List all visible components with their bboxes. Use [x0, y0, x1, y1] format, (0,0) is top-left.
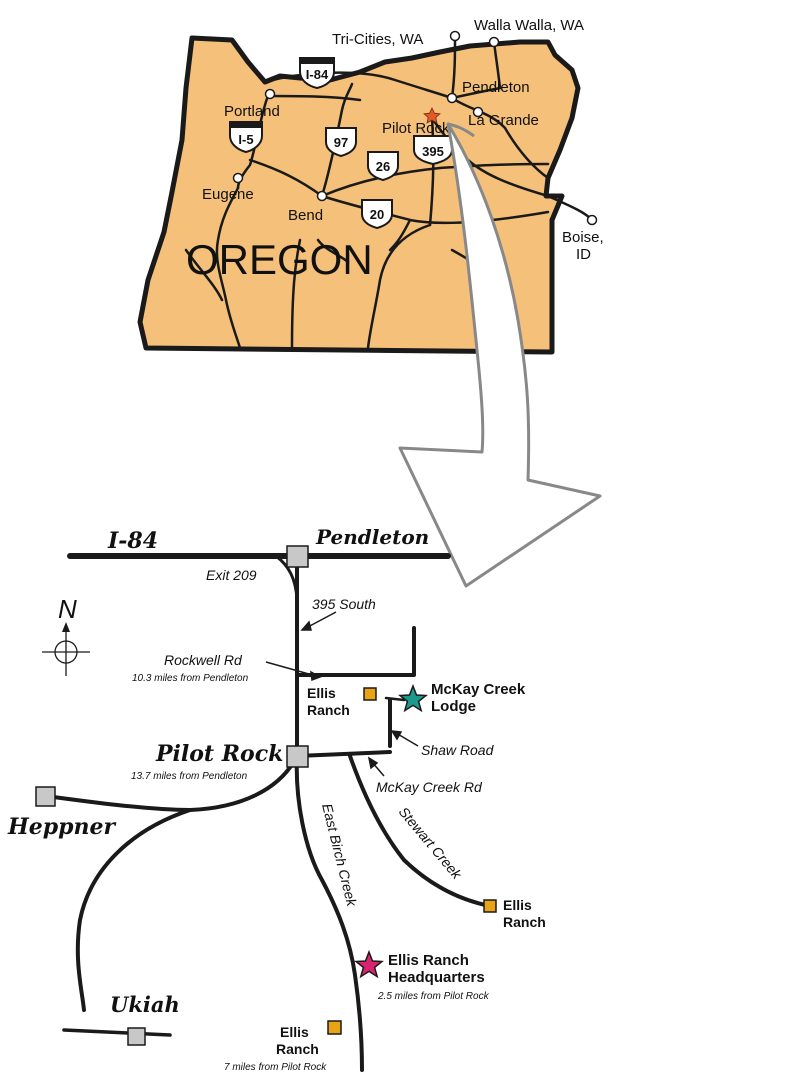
stewart-creek-label: Stewart Creek: [396, 804, 466, 883]
us97-shield-label: 97: [334, 135, 348, 150]
la-grande-dot: [472, 106, 484, 118]
pilot-rock-star-icon: [423, 107, 441, 124]
mckay-creek-lodge-star-icon: [397, 683, 429, 713]
bend-dot: [316, 190, 328, 202]
ukiah-town-box: [127, 1027, 146, 1046]
boise-dot: [586, 214, 598, 226]
rockwell-distance-label: 10.3 miles from Pendleton: [132, 673, 249, 684]
pendleton-town-box: [286, 545, 309, 568]
east-birch-creek-label: East Birch Creek: [319, 802, 360, 909]
walla-walla-dot: [488, 36, 500, 48]
ranch-hq-label-line1: Ellis Ranch: [388, 952, 469, 969]
overview-city-dots: [232, 30, 598, 226]
i5-shield-label: I-5: [238, 132, 253, 147]
pilot-rock-distance-label: 13.7 miles from Pendleton: [131, 771, 248, 782]
exit-209-ramp: [274, 554, 299, 602]
ellis-ranch-north-label-line2: Ranch: [307, 702, 350, 718]
us20-shield-label: 20: [370, 207, 384, 222]
portland-dot: [264, 88, 276, 100]
heppner-detail-label: Heppner: [7, 814, 117, 840]
us20-shield-icon: 20: [361, 199, 393, 230]
boise-label-line2: ID: [576, 246, 591, 263]
ellis-ranch-north-marker: [363, 687, 377, 701]
portland-label: Portland: [224, 103, 280, 120]
us26-shield-icon: 26: [367, 151, 399, 182]
detail-map: I-84: [7, 525, 546, 1073]
oregon-overview-map: I-84 I-5 97 26 395 20 Tri-Cities, WA Wal…: [137, 17, 604, 355]
ellis-ranch-south-marker: [327, 1020, 342, 1035]
mckay-creek-rd-label: McKay Creek Rd: [376, 779, 483, 795]
exit-209-label: Exit 209: [206, 567, 257, 583]
la-grande-label: La Grande: [468, 112, 539, 129]
pendleton-detail-label: Pendleton: [315, 525, 429, 549]
pendleton-label: Pendleton: [462, 79, 530, 96]
label-pointer-arrows: [265, 611, 419, 777]
ellis-ranch-stewart-marker: [483, 899, 497, 913]
us395-shield-label: 395: [422, 144, 444, 159]
hwy-395-south-label: 395 South: [312, 596, 376, 612]
pilot-rock-callout-marker: [447, 122, 475, 138]
i84-shield-label: I-84: [306, 67, 329, 82]
shaw-road-label: Shaw Road: [421, 742, 495, 758]
ellis-ranch-stewart-label-line1: Ellis: [503, 897, 532, 913]
us97-shield-icon: 97: [325, 127, 357, 158]
zoom-callout-arrow: [398, 122, 602, 588]
rockwell-rd-line: [295, 626, 416, 677]
i84-detail-label: I-84: [107, 528, 158, 554]
walla-walla-label: Walla Walla, WA: [474, 17, 584, 34]
ellis-ranch-south-distance-label: 7 miles from Pilot Rock: [224, 1062, 327, 1073]
pilot-rock-detail-label: Pilot Rock: [155, 741, 283, 767]
pendleton-dot: [446, 92, 458, 104]
ranch-hq-distance-label: 2.5 miles from Pilot Rock: [377, 991, 490, 1002]
i5-shield-icon: I-5: [229, 121, 263, 154]
mckay-creek-lodge-label-line1: McKay Creek: [431, 681, 526, 698]
ukiah-road-line: [75, 808, 192, 1012]
compass-rose-icon: N: [42, 594, 90, 676]
ellis-ranch-south-label-line2: Ranch: [276, 1041, 319, 1057]
mckay-creek-lodge-label-line2: Lodge: [431, 698, 476, 715]
pilot-rock-east-road: [295, 750, 392, 758]
boise-label-line1: Boise,: [562, 229, 604, 246]
pilot-rock-overview-label: Pilot Rock: [382, 120, 450, 137]
rockwell-rd-label: Rockwell Rd: [164, 652, 243, 668]
tri-cities-label: Tri-Cities, WA: [332, 31, 423, 48]
ellis-ranch-stewart-label-line2: Ranch: [503, 914, 546, 930]
stewart-creek-line: [348, 754, 492, 908]
lodge-connector: [384, 696, 406, 702]
i84-shield-icon: I-84: [299, 57, 335, 90]
eugene-dot: [232, 172, 244, 184]
tri-cities-dot: [449, 30, 461, 42]
eugene-label: Eugene: [202, 186, 254, 203]
ranch-headquarters-star-icon: [353, 949, 385, 979]
pilot-rock-town-box: [286, 745, 309, 768]
ellis-ranch-north-label-line1: Ellis: [307, 685, 336, 701]
ukiah-crossroad: [62, 1028, 172, 1037]
oregon-road-network: [184, 36, 594, 350]
oregon-state-label: OREGON: [186, 236, 373, 283]
bend-label: Bend: [288, 207, 323, 224]
ranch-hq-label-line2: Headquarters: [388, 969, 485, 986]
compass-north-label: N: [58, 594, 77, 624]
ellis-ranch-south-label-line1: Ellis: [280, 1024, 309, 1040]
heppner-town-box: [35, 786, 56, 807]
ukiah-detail-label: Ukiah: [110, 992, 180, 1017]
us395-shield-icon: 395: [413, 135, 453, 166]
east-birch-creek-line: [294, 754, 364, 1072]
us26-shield-label: 26: [376, 159, 390, 174]
